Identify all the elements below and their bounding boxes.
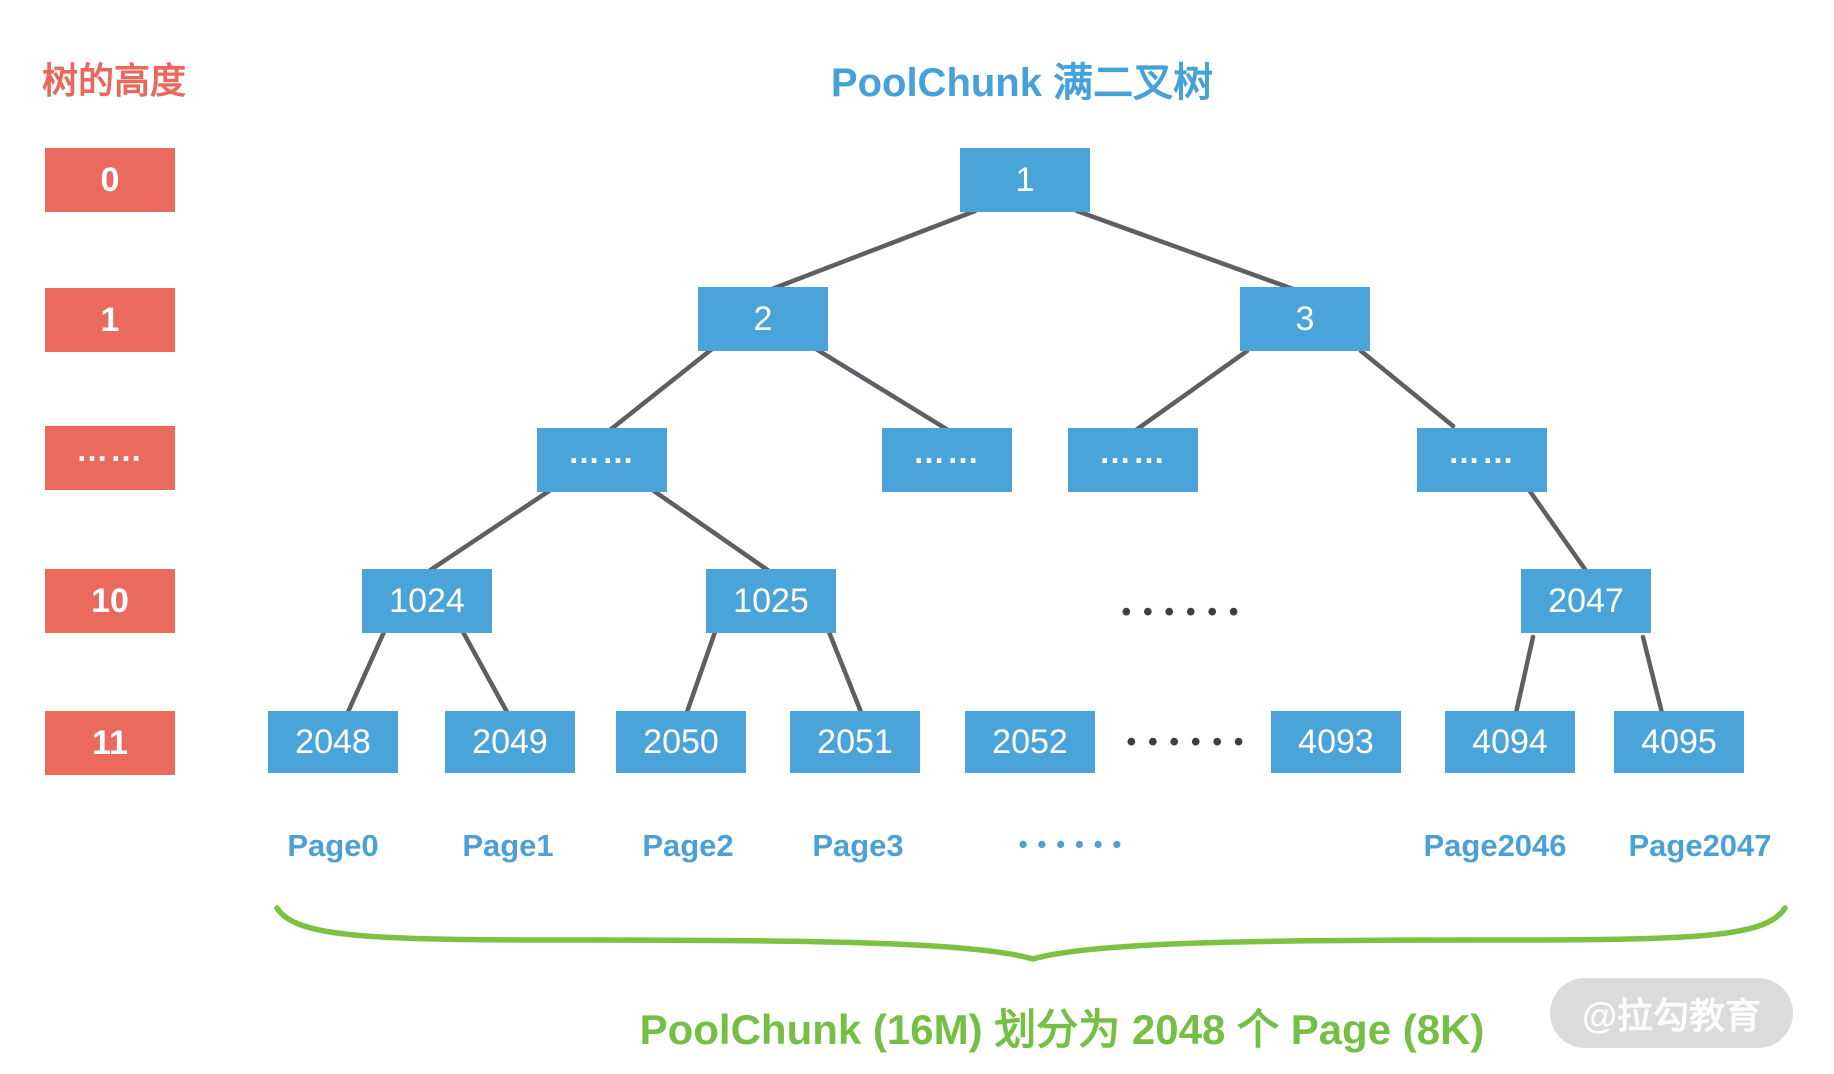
tree-node-2: 2 — [698, 287, 828, 351]
node-label: 2052 — [992, 722, 1068, 761]
edge-3-dots-c — [1133, 348, 1250, 433]
node-label-dots: …… — [1448, 433, 1516, 470]
height-box-10: 10 — [45, 569, 175, 633]
node-label: 1025 — [733, 581, 809, 620]
height-label-dots: …… — [76, 431, 144, 468]
tree-node-2049: 2049 — [445, 711, 575, 773]
node-label: 1 — [1015, 160, 1035, 199]
page-label-1: Page1 — [462, 828, 554, 863]
height-box-11: 11 — [45, 711, 175, 775]
tree-node-2050: 2050 — [616, 711, 746, 773]
node-label: 4094 — [1472, 722, 1548, 761]
height-box-dots: …… — [45, 426, 175, 490]
tree-node-1024: 1024 — [362, 569, 492, 633]
edge-1024-2048 — [345, 629, 387, 715]
height-label: 1 — [100, 300, 120, 339]
node-label: 3 — [1295, 299, 1315, 338]
page-ellipsis-dots: •••••• — [1018, 830, 1132, 859]
tree-node-dots-a: …… — [537, 428, 667, 492]
tree-node-2048: 2048 — [268, 711, 398, 773]
edge-1025-2050 — [684, 629, 718, 715]
watermark-text: @拉勾教育 — [1581, 995, 1762, 1036]
edge-dotsd-2047 — [1526, 487, 1592, 578]
edge-2-dots-b — [813, 346, 951, 433]
tree-height-legend-title: 树的高度 — [42, 60, 187, 101]
bottom-caption: PoolChunk (16M) 划分为 2048 个 Page (8K) — [639, 1006, 1485, 1053]
edge-dotsa-1025 — [651, 488, 772, 574]
node-label: 2047 — [1548, 581, 1624, 620]
edge-1-3 — [1074, 208, 1296, 292]
node-label: 2048 — [295, 722, 371, 761]
edge-3-dots-d — [1358, 348, 1456, 429]
tree-node-1: 1 — [960, 148, 1090, 212]
level10-ellipsis-dots: •••••• — [1121, 596, 1251, 627]
page-label-2047: Page2047 — [1628, 828, 1772, 863]
page-title: PoolChunk 满二叉树 — [830, 61, 1214, 105]
node-label: 2051 — [817, 722, 893, 761]
node-label-dots: …… — [568, 433, 636, 470]
edge-2-dots-a — [607, 346, 715, 433]
tree-node-4094: 4094 — [1445, 711, 1575, 773]
page-label-2: Page2 — [642, 828, 734, 863]
tree-node-dots-b: …… — [882, 428, 1012, 492]
node-label-dots: …… — [1099, 433, 1167, 470]
node-label: 1024 — [389, 581, 465, 620]
node-label: 2 — [753, 299, 773, 338]
height-label: 10 — [91, 581, 129, 620]
height-box-1: 1 — [45, 288, 175, 352]
tree-node-4093: 4093 — [1271, 711, 1401, 773]
height-label: 0 — [100, 160, 120, 199]
edge-2047-4095 — [1640, 634, 1665, 716]
edge-1-2 — [769, 208, 978, 292]
page-label-0: Page0 — [287, 828, 379, 863]
node-label: 2049 — [472, 722, 548, 761]
page-label-3: Page3 — [812, 828, 904, 863]
node-label: 4093 — [1298, 722, 1374, 761]
tree-edges — [345, 208, 1665, 716]
tree-node-3: 3 — [1240, 287, 1370, 351]
tree-node-1025: 1025 — [706, 569, 836, 633]
green-underbrace — [274, 905, 1788, 962]
watermark-badge: @拉勾教育 — [1550, 978, 1793, 1048]
node-label: 4095 — [1641, 722, 1717, 761]
tree-node-2052: 2052 — [965, 711, 1095, 773]
tree-node-dots-d: …… — [1417, 428, 1547, 492]
height-box-0: 0 — [45, 148, 175, 212]
edge-dotsa-1024 — [426, 488, 552, 574]
edge-2047-4094 — [1513, 634, 1536, 716]
edge-1024-2049 — [460, 629, 510, 715]
tree-node-4095: 4095 — [1614, 711, 1744, 773]
node-label-dots: …… — [913, 433, 981, 470]
level11-ellipsis-dots: •••••• — [1126, 726, 1256, 757]
tree-node-2047: 2047 — [1521, 569, 1651, 633]
height-label: 11 — [92, 723, 128, 762]
node-label: 2050 — [643, 722, 719, 761]
tree-node-2051: 2051 — [790, 711, 920, 773]
page-label-2046: Page2046 — [1423, 828, 1567, 863]
tree-node-dots-c: …… — [1068, 428, 1198, 492]
edge-1025-2051 — [826, 629, 864, 715]
